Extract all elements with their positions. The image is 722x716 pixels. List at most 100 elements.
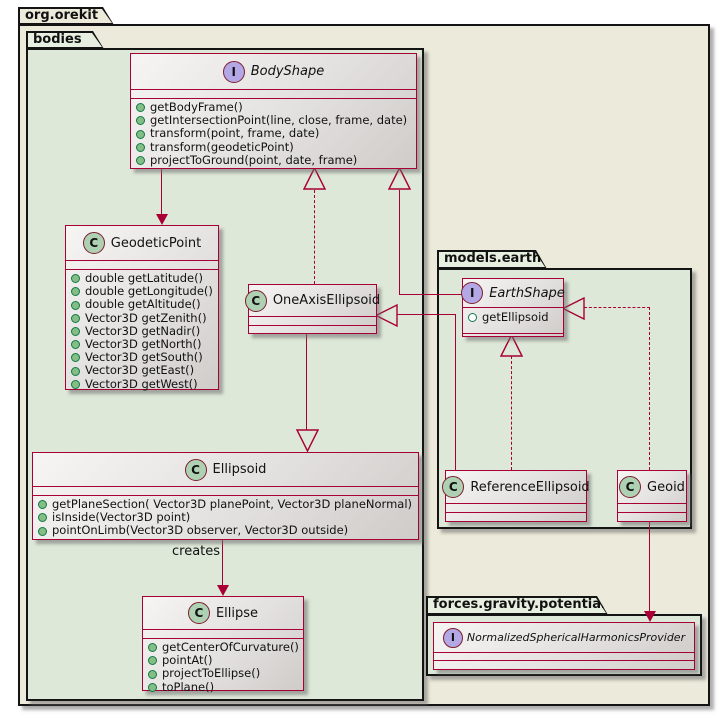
fields-compartment — [143, 629, 303, 638]
package-label: org.orekit — [25, 8, 99, 23]
package-label: forces.gravity.potential — [433, 597, 606, 612]
package-tab-bodies: bodies — [26, 31, 104, 49]
edge-label-creates: creates — [172, 544, 221, 559]
public-method-icon — [38, 500, 47, 510]
method-row: double getLongitude() — [71, 285, 214, 298]
hollow-triangle-left — [375, 304, 398, 327]
edge-geoid-nshp — [649, 520, 650, 612]
class-title: I BodyShape — [131, 54, 416, 89]
method-row: toPlane() — [148, 680, 299, 694]
class-name: BodyShape — [250, 64, 325, 79]
class-icon: C — [184, 458, 207, 481]
open-method-icon — [468, 313, 477, 323]
interface-icon: I — [222, 60, 245, 83]
public-method-icon — [71, 300, 80, 310]
public-method-icon — [148, 682, 157, 692]
class-icon: C — [619, 476, 642, 498]
class-name: Ellipse — [215, 605, 259, 621]
interface-icon: I — [461, 282, 484, 304]
class-title: I NormalizedSphericalHarmonicsProvider — [434, 623, 694, 652]
public-method-icon — [71, 274, 80, 284]
arrowhead-nshp — [644, 611, 656, 622]
method-row: getEllipsoid — [468, 310, 559, 324]
methods-compartment — [463, 333, 563, 336]
class-name: ReferenceEllipsoid — [470, 479, 590, 495]
hollow-triangle-up — [303, 167, 326, 190]
class-icon: C — [442, 476, 465, 498]
method-row: Vector3D getZenith() — [71, 311, 214, 325]
class-bodyshape: I BodyShape getBodyFrame() getIntersecti… — [130, 53, 417, 169]
class-oneaxisellipsoid: C OneAxisEllipsoid — [244, 284, 380, 334]
class-name: OneAxisEllipsoid — [272, 293, 381, 308]
class-referenceellipsoid: C ReferenceEllipsoid — [442, 470, 590, 522]
method-row: isInside(Vector3D point) — [38, 511, 414, 524]
class-name: NormalizedSphericalHarmonicsProvider — [466, 631, 686, 644]
fields-compartment — [33, 486, 418, 495]
package-tab-fill — [28, 33, 102, 47]
edge-refell-earthshape — [511, 356, 512, 470]
interface-icon: I — [442, 627, 463, 648]
class-geoid: C Geoid — [617, 470, 687, 522]
public-method-icon — [38, 513, 47, 523]
method-row: Vector3D getNadir() — [71, 324, 214, 338]
interface-nshp: I NormalizedSphericalHarmonicsProvider — [433, 622, 695, 670]
public-method-icon — [136, 129, 145, 139]
method-row: Vector3D getNorth() — [71, 337, 214, 351]
class-icon: C — [244, 289, 267, 312]
public-method-icon — [71, 287, 80, 297]
method-row: Vector3D getEast() — [71, 364, 214, 377]
method-row: getPlaneSection( Vector3D planePoint, Ve… — [38, 497, 414, 511]
class-title: C ReferenceEllipsoid — [442, 471, 590, 503]
fields-compartment — [618, 503, 686, 512]
fields-compartment — [131, 89, 416, 98]
class-title: C Geoid — [618, 471, 686, 503]
edge-oneaxis-bodyshape — [314, 190, 315, 284]
method-row: pointAt() — [148, 654, 299, 667]
method-row: double getAltitude() — [71, 298, 214, 311]
fields-compartment — [66, 260, 218, 269]
class-icon: C — [82, 232, 105, 254]
public-method-icon — [136, 155, 145, 165]
class-title: C Ellipse — [143, 597, 303, 629]
methods-compartment — [434, 660, 694, 669]
edge-oneaxis-ellipsoid — [306, 332, 307, 431]
package-tab-fill — [20, 9, 112, 23]
package-tab-org-orekit: org.orekit — [18, 7, 114, 25]
public-method-icon — [71, 313, 80, 323]
method-row: transform(geodeticPoint) — [136, 140, 412, 154]
edge-earthshape-bodyshape-h — [399, 294, 462, 295]
public-method-icon — [148, 669, 157, 679]
class-title: C GeodeticPoint — [66, 226, 218, 260]
class-ellipsoid: C Ellipsoid getPlaneSection( Vector3D pl… — [32, 452, 419, 540]
hollow-triangle-down — [296, 429, 319, 452]
edge-refell-oneaxis-v — [455, 314, 456, 470]
fields-compartment — [249, 316, 376, 325]
public-method-icon — [136, 116, 145, 126]
method-row: transform(point, frame, date) — [136, 127, 412, 140]
edge-bodyshape-geodeticpoint — [161, 167, 162, 215]
public-method-icon — [71, 353, 80, 363]
methods-compartment — [618, 512, 686, 521]
class-title: C Ellipsoid — [33, 453, 418, 486]
class-name: Geoid — [647, 479, 685, 495]
fields-compartment: getEllipsoid — [463, 307, 563, 333]
methods-compartment: double getLatitude() double getLongitude… — [66, 269, 218, 394]
hollow-triangle-up — [500, 334, 523, 357]
edge-ellipsoid-ellipse — [222, 538, 223, 586]
edge-refell-oneaxis-h — [396, 314, 456, 315]
public-method-icon — [71, 340, 80, 350]
methods-compartment — [446, 512, 586, 521]
method-row: Vector3D getSouth() — [71, 351, 214, 364]
public-method-icon — [71, 366, 80, 376]
method-row: projectToGround(point, date, frame) — [136, 153, 412, 167]
method-row: Vector3D getWest() — [71, 377, 214, 391]
method-row: getIntersectionPoint(line, close, frame,… — [136, 114, 412, 127]
public-method-icon — [148, 643, 157, 653]
class-ellipse: C Ellipse getCenterOfCurvature() pointAt… — [142, 596, 304, 693]
method-row: projectToEllipse() — [148, 667, 299, 680]
methods-compartment — [249, 325, 376, 333]
methods-compartment: getCenterOfCurvature() pointAt() project… — [143, 638, 303, 697]
package-label: models.earth — [444, 251, 542, 266]
class-title: C OneAxisEllipsoid — [244, 285, 380, 316]
hollow-triangle-up — [388, 167, 411, 190]
